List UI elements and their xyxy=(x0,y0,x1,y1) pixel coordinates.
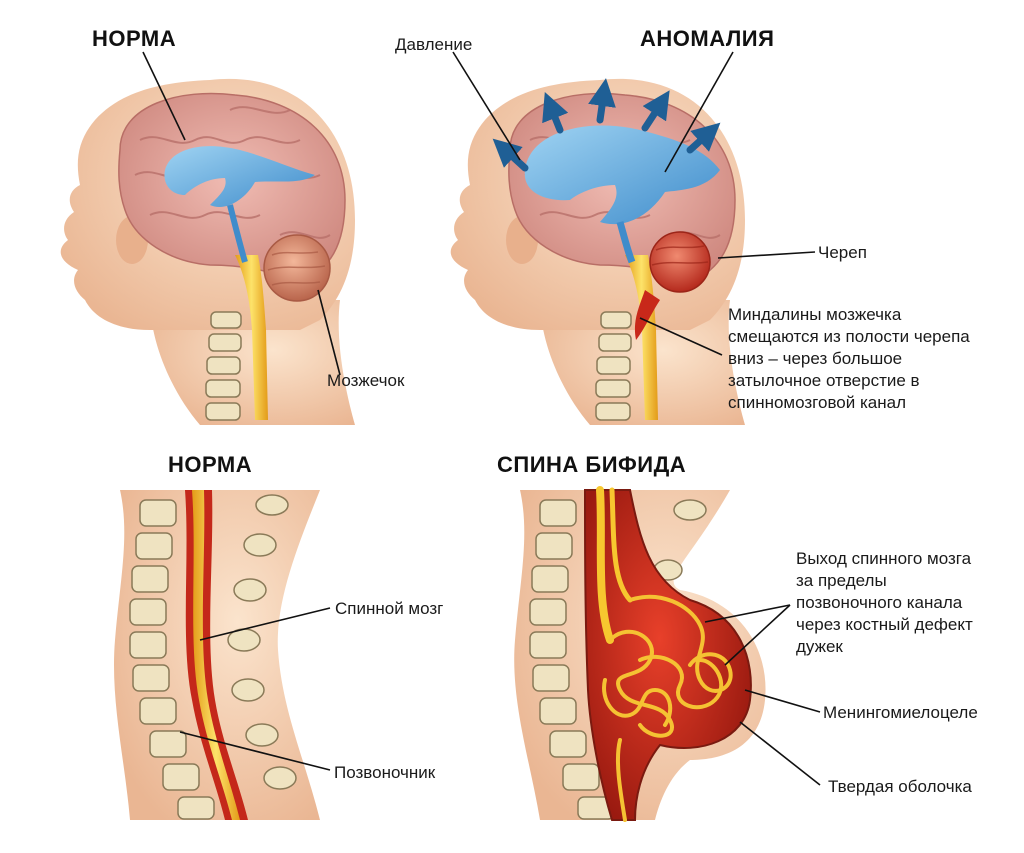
label-tonsils-line: вниз – через большое xyxy=(728,349,903,368)
title-head-normal: НОРМА xyxy=(92,26,177,51)
head-normal-illustration xyxy=(60,78,355,425)
label-cord-exit: Выход спинного мозга за пределы позвоноч… xyxy=(796,548,973,658)
label-tonsils-line: смещаются из полости черепа xyxy=(728,327,970,346)
label-tonsils-line: спинномозговой канал xyxy=(728,393,907,412)
title-head-anomaly: АНОМАЛИЯ xyxy=(640,26,775,51)
label-cerebellum: Мозжечок xyxy=(327,371,405,390)
label-cord-exit-line: Выход спинного мозга xyxy=(796,549,972,568)
label-skull: Череп xyxy=(818,243,867,262)
label-pressure: Давление xyxy=(395,35,473,54)
label-cord-exit-line: позвоночного канала xyxy=(796,593,963,612)
label-dura: Твердая оболочка xyxy=(828,777,972,796)
spine-bifida-illustration xyxy=(514,486,766,822)
title-spine-normal: НОРМА xyxy=(168,452,253,477)
title-spine-bifida: СПИНА БИФИДА xyxy=(497,452,687,477)
label-meningomyelocele: Менингомиелоцеле xyxy=(823,703,978,722)
head-anomaly-illustration xyxy=(450,78,745,425)
label-tonsils-line: затылочное отверстие в xyxy=(728,371,920,390)
label-spinal-cord: Спинной мозг xyxy=(335,599,444,618)
label-tonsils-line: Миндалины мозжечка xyxy=(728,305,902,324)
label-vertebrae: Позвоночник xyxy=(334,763,436,782)
label-tonsils: Миндалины мозжечка смещаются из полости … xyxy=(728,304,970,414)
label-cord-exit-line: дужек xyxy=(796,637,843,656)
label-cord-exit-line: за пределы xyxy=(796,571,887,590)
spine-normal-illustration xyxy=(113,490,320,820)
label-cord-exit-line: через костный дефект xyxy=(796,615,973,634)
leader-lines xyxy=(142,51,821,786)
